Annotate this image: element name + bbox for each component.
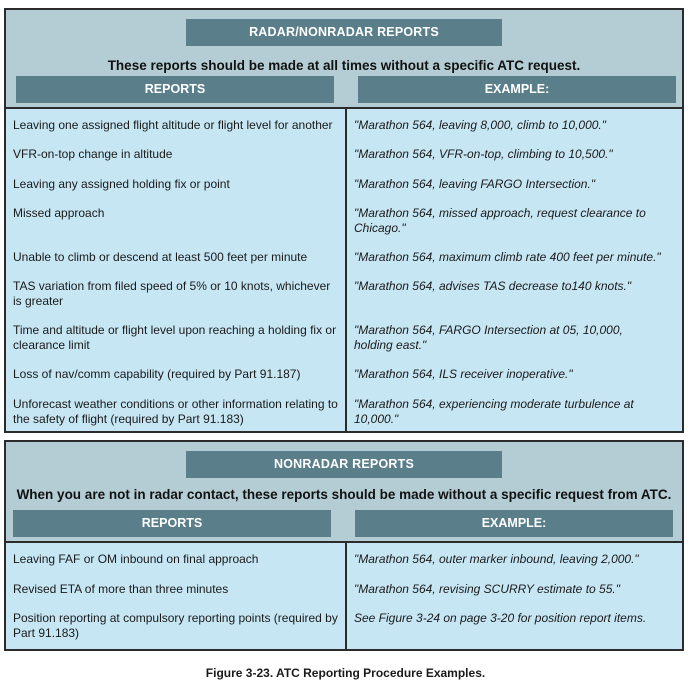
nonradar-row-2-report: Revised ETA of more than three minutes xyxy=(13,582,229,596)
nonradar-title: NONRADAR REPORTS xyxy=(186,451,502,478)
radar-row-2-example: "Marathon 564, VFR-on-top, climbing to 1… xyxy=(354,147,613,161)
radar-col-example: EXAMPLE: xyxy=(358,76,676,103)
nonradar-row-1-report: Leaving FAF or OM inbound on final appro… xyxy=(13,552,259,566)
nonradar-table-top-rule xyxy=(6,541,682,543)
radar-row-7-report: Time and altitude or flight level upon r… xyxy=(13,323,337,352)
radar-column-divider xyxy=(345,107,347,431)
nonradar-row-1-example: "Marathon 564, outer marker inbound, lea… xyxy=(354,552,639,566)
nonradar-table-body: Leaving FAF or OM inbound on final appro… xyxy=(6,541,682,649)
radar-row-8-report: Loss of nav/comm capability (required by… xyxy=(13,367,301,381)
nonradar-reports-panel: NONRADAR REPORTS When you are not in rad… xyxy=(4,440,684,651)
nonradar-row-3-report: Position reporting at compulsory reporti… xyxy=(13,611,338,640)
radar-row-5-example: "Marathon 564, maximum climb rate 400 fe… xyxy=(354,250,661,264)
radar-reports-panel: RADAR/NONRADAR REPORTS These reports sho… xyxy=(4,8,684,433)
radar-table-body: Leaving one assigned flight altitude or … xyxy=(6,107,682,431)
nonradar-col-reports: REPORTS xyxy=(13,510,331,537)
nonradar-row-3-example: See Figure 3-24 on page 3-20 for positio… xyxy=(354,611,647,625)
radar-col-reports: REPORTS xyxy=(16,76,334,103)
nonradar-row-2-example: "Marathon 564, revising SCURRY estimate … xyxy=(354,582,620,596)
radar-row-6-report: TAS variation from filed speed of 5% or … xyxy=(13,279,331,308)
radar-row-1-example: "Marathon 564, leaving 8,000, climb to 1… xyxy=(354,118,607,132)
radar-row-8-example: "Marathon 564, ILS receiver inoperative.… xyxy=(354,367,573,381)
radar-row-7-example: "Marathon 564, FARGO Intersection at 05,… xyxy=(354,323,623,352)
radar-row-3-example: "Marathon 564, leaving FARGO Intersectio… xyxy=(354,177,596,191)
radar-row-4-example: "Marathon 564, missed approach, request … xyxy=(354,206,646,235)
radar-row-4-report: Missed approach xyxy=(13,206,105,220)
radar-table-top-rule xyxy=(6,107,682,109)
radar-row-1-report: Leaving one assigned flight altitude or … xyxy=(13,118,333,132)
radar-title: RADAR/NONRADAR REPORTS xyxy=(186,19,502,46)
nonradar-panel-header: NONRADAR REPORTS When you are not in rad… xyxy=(6,442,682,541)
radar-row-5-report: Unable to climb or descend at least 500 … xyxy=(13,250,308,264)
radar-subtitle: These reports should be made at all time… xyxy=(107,58,581,73)
nonradar-subtitle: When you are not in radar contact, these… xyxy=(16,487,672,502)
figure-caption: Figure 3-23. ATC Reporting Procedure Exa… xyxy=(205,666,486,680)
radar-row-2-report: VFR-on-top change in altitude xyxy=(13,147,173,161)
nonradar-column-divider xyxy=(345,541,347,649)
radar-row-6-example: "Marathon 564, advises TAS decrease to14… xyxy=(354,279,632,293)
radar-row-9-example: "Marathon 564, experiencing moderate tur… xyxy=(354,397,634,426)
radar-row-3-report: Leaving any assigned holding fix or poin… xyxy=(13,177,230,191)
nonradar-col-example: EXAMPLE: xyxy=(355,510,673,537)
radar-panel-header: RADAR/NONRADAR REPORTS These reports sho… xyxy=(6,10,682,107)
radar-row-9-report: Unforecast weather conditions or other i… xyxy=(13,397,338,426)
